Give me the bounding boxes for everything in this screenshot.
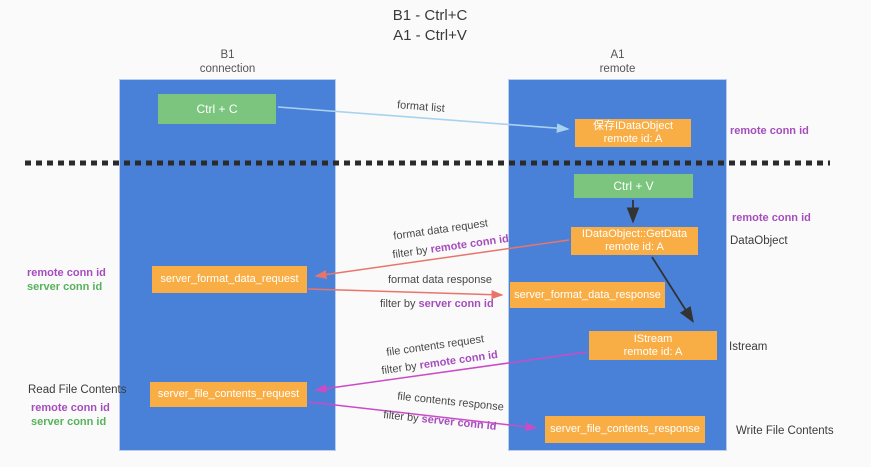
lane-a1-title: A1 [610,49,625,61]
server-conn-id-note-bottom: server conn id [31,416,107,428]
server-format-data-request-label: server_format_data_request [160,273,299,285]
filter-by-text: filter by [380,298,419,310]
istream-note: Istream [729,341,768,353]
format-list-label: format list [396,99,446,115]
filter-by-text: filter by [382,409,423,426]
server-conn-id-inline: server conn id [420,413,498,433]
filter-by-server-conn-id-label-2: filter by server conn id [383,409,497,433]
title-line-1: B1 - Ctrl+C [392,7,468,24]
lane-header-a1: A1 remote [508,48,727,76]
lane-b1-title: B1 [220,49,235,61]
diagram-title: B1 - Ctrl+C A1 - Ctrl+V [0,6,860,46]
ctrl-c-label: Ctrl + C [196,101,238,116]
lane-a1-subtitle: remote [599,63,636,75]
idataobject-getdata-box: IDataObject::GetData remote id: A [571,227,698,255]
remote-conn-id-note-bottom: remote conn id [31,402,110,414]
server-conn-id-note-left: server conn id [27,281,103,293]
save-idataobject-line1: 保存IDataObject [592,120,674,132]
istream-line2: remote id: A [623,345,683,358]
ctrl-v-label: Ctrl + V [613,178,654,193]
remote-conn-id-inline: remote conn id [429,232,510,256]
server-file-contents-request-label: server_file_contents_request [157,388,300,400]
server-file-contents-response-label: server_file_contents_response [550,423,700,435]
server-file-contents-request-box: server_file_contents_request [150,382,307,407]
format-data-response-arrow [307,288,504,300]
remote-conn-id-note-mid: remote conn id [732,212,811,224]
ctrl-c-box: Ctrl + C [158,94,276,124]
ctrl-v-box: Ctrl + V [574,174,693,198]
title-line-2: A1 - Ctrl+V [393,27,467,44]
getdata-line2: remote id: A [605,241,664,253]
server-format-data-request-box: server_format_data_request [152,266,307,293]
getdata-line1: IDataObject::GetData [581,228,688,240]
lane-b1-subtitle: connection [199,63,256,75]
server-format-data-response-label: server_format_data_response [514,288,661,301]
istream-box: IStream remote id: A [589,331,717,360]
remote-conn-id-note-left: remote conn id [27,267,106,279]
dataobject-note: DataObject [730,235,788,247]
filter-by-text: filter by [391,243,432,262]
file-contents-response-label: file contents response [396,390,505,414]
remote-conn-id-note-top: remote conn id [730,125,809,137]
write-file-contents-note: Write File Contents [736,425,834,437]
istream-line1: IStream [633,332,673,345]
format-data-response-label: format data response [388,274,492,286]
save-idataobject-line2: remote id: A [603,133,663,145]
filter-by-server-conn-id-label-1: filter by server conn id [380,298,494,310]
save-idataobject-box: 保存IDataObject remote id: A [575,119,691,147]
server-format-data-response-box: server_format_data_response [510,282,665,308]
lane-header-b1: B1 connection [119,48,336,76]
server-conn-id-inline: server conn id [418,298,494,310]
filter-by-text: filter by [380,359,421,378]
server-file-contents-response-box: server_file_contents_response [545,416,705,443]
read-file-contents-note: Read File Contents [28,384,127,396]
